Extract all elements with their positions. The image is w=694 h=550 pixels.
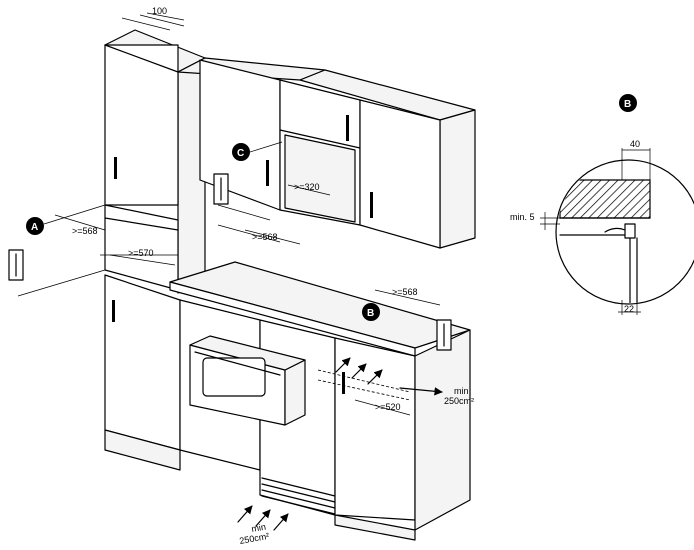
front-vent-area: 250cm² <box>239 531 270 546</box>
callout-a-label: A <box>31 222 38 233</box>
upper-door-handle-3 <box>370 192 373 218</box>
detail-gap-label: min. 5 <box>510 212 535 222</box>
base-door-handle-2 <box>342 372 345 394</box>
base-door-handle-1 <box>112 300 115 322</box>
vent-grill <box>261 477 336 515</box>
lower-depth-a-label: >=570 <box>128 248 154 258</box>
side-vent-min: min <box>454 386 469 396</box>
detail-top-label: 40 <box>630 139 640 149</box>
upper-door-handle-2 <box>346 115 349 141</box>
niche-c-dimensions: >=568 >=320 <box>217 182 331 245</box>
detail-b-label: B <box>624 99 631 110</box>
upper-door-handle-1 <box>266 160 269 186</box>
detail-bottom-label: 22 <box>624 304 634 314</box>
top-gap-dimension: 100 <box>121 6 185 31</box>
callout-c-label: C <box>237 148 244 159</box>
upper-depth-c-label: >=568 <box>252 232 278 242</box>
bottom-depth-label: >=520 <box>375 402 401 412</box>
built-in-oven <box>189 335 306 426</box>
side-vent-area: 250cm² <box>444 396 474 406</box>
front-vent-min: min <box>251 522 267 534</box>
top-gap-label: 100 <box>152 6 167 16</box>
niche-c-label: >=320 <box>294 182 320 192</box>
callout-b-main-label: B <box>367 308 374 319</box>
detail-b: B 40 min. 5 22 <box>510 94 694 315</box>
upper-cabinets <box>177 57 476 249</box>
counter-depth-b-label: >=568 <box>392 287 418 297</box>
tall-cabinet-handle <box>114 157 117 179</box>
callout-b-main: B <box>362 303 380 321</box>
callout-c: C <box>213 141 283 205</box>
callout-a: A >=568 >=570 <box>8 204 178 297</box>
airflow-arrows <box>237 357 443 531</box>
upper-depth-a-label: >=568 <box>72 226 98 236</box>
lower-dimensions: >=520 >=568 <box>354 287 452 416</box>
vent-labels: min 250cm² min 250cm² <box>239 386 474 546</box>
